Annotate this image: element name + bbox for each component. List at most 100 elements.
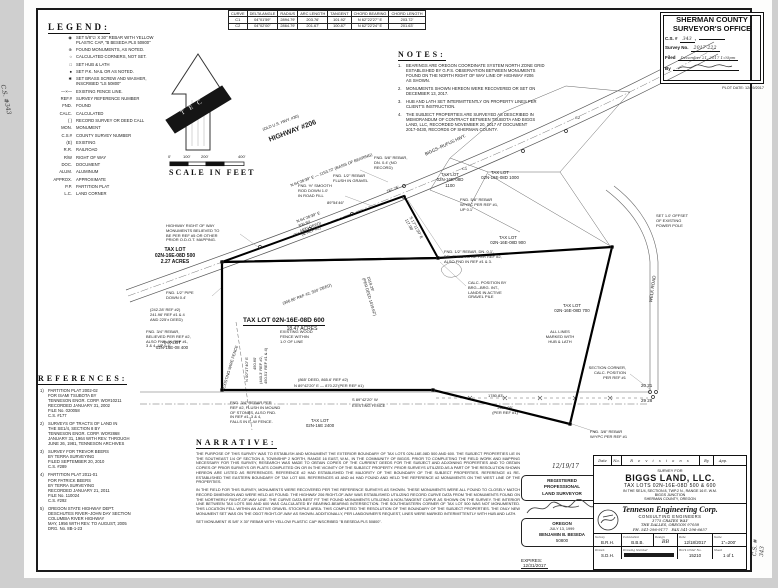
note-item-1: 1.BEARINGS ARE OREGON COORDINATE SYSTEM … (398, 63, 545, 84)
narrative-title: NARRATIVE: (196, 438, 277, 449)
survey-no-value: 2017-222 (690, 46, 720, 53)
legend-item: □SET HUB & LATH (48, 62, 228, 68)
lot900-boundary (469, 171, 613, 248)
legend-item: CALC.CALCULATED (59, 110, 104, 116)
curve-c2-label: C2 (575, 115, 581, 120)
found-rebar-mound-note: FND. 3/4" REBAR PER REF #2, FLUSH IN MOU… (230, 400, 281, 425)
gravel-pile-outline (441, 262, 462, 278)
drawing-number-smudge (624, 553, 674, 557)
taxlot-2400-label: TAX LOT 02N-16E 2400 (305, 418, 335, 429)
survey-no-row: Survey No. 2017-222 (665, 45, 759, 53)
highway-centerline (127, 47, 717, 297)
legend-item: REF.#SURVEY REFERENCE NUMBER (60, 95, 140, 101)
taxlot-600-label: TAX LOT 02N-16E-08D 600 (243, 317, 325, 327)
scale-bar-graphic (169, 161, 245, 167)
legend-item: ALUM.ALUMINUM (59, 169, 99, 175)
legend-item: L.C.LAND CORNER (64, 191, 107, 197)
note-item-4: 4.THE SUBJECT PROPERTIES ARE SURVEYED AS… (398, 112, 536, 133)
section-line-bearing: S 89°42'20" W (352, 397, 378, 402)
location-line-1: IN THE SE1/4, SECTION 8, TWP.2 N., RANGE… (623, 488, 717, 493)
surveyor-office-title: SHERMAN COUNTY SURVEYOR'S OFFICE (672, 15, 752, 33)
legend-item: ◉SET 5/8"∅ X 30" REBAR WITH YELLOW PLAST… (48, 35, 228, 46)
filed-row: Filed December 21, 2017 1:05pm (665, 55, 759, 62)
dim-2651: 2651.05' (PER REF #1) (492, 405, 518, 415)
west-line-record-dims: (440.3' REF #2, 450.51' REF #1 & 4) (258, 347, 268, 384)
found-smooth-rod-note: FND. ½" SMOOTH ROD DOWN 1.0' IN ROAD FIL… (298, 183, 332, 198)
stamp-expires: EXPIRES: 12/31/2017 (521, 557, 548, 569)
taxlot-600-boundary (220, 245, 614, 426)
section-corner-note: SECTION CORNER, CALC. POSITION PER REF #… (588, 365, 626, 380)
title-block-date: 12/18/2017 (684, 540, 706, 545)
legend-title: LEGEND: (48, 22, 111, 34)
reference-item-1: 1)PARTITION PLAT 2002-02 FOR ISAMI TSUBO… (40, 388, 122, 419)
dim-1780: 1780.83' (488, 393, 504, 398)
legend-item: R.R.RAILROAD (63, 147, 98, 153)
legend-item: ○CALCULATED CORNERS, NOT SET. (48, 55, 228, 60)
revisions-header: Date No. R e v i s i o n s By App. (594, 456, 746, 466)
scale-tick-0: 0' (168, 154, 171, 159)
monument-symbols (219, 129, 658, 427)
wood-fence-note: EXISTING WOOD FENCE WITHIN 1.0' OF LINE (280, 329, 313, 344)
west-line-bearing: N 00°17'40" E (244, 357, 249, 382)
references-title: REFERENCES: (38, 374, 128, 385)
pk-nail-symbol: ● (69, 69, 72, 75)
taxlot-400-label: TAX LOT 02N-16E-08 400 (155, 340, 189, 351)
legend-item: ( )RECORD SURVEY OR DEED CALL (68, 117, 145, 123)
legend: ◉SET 5/8"∅ X 30" REBAR WITH YELLOW PLAST… (48, 35, 228, 200)
power-pole-offset-note: SET 1.0' OFFSET OF EXISTING POWER POLE (656, 213, 689, 228)
reference-item-4: 4)PARTITION PLAT 2011-01 FOR PATRICK BEE… (40, 472, 110, 503)
found-rebar-hwy-note: FND. 1/2" REBAR, DN. 0.1', BELIEVED TO B… (444, 249, 502, 264)
title-block: Date No. R e v i s i o n s By App. SURVE… (593, 455, 747, 570)
surveyor-office-box: SHERMAN COUNTY SURVEYOR'S OFFICE C.S. # … (660, 12, 764, 84)
brass-screw-symbol: ✱ (68, 76, 72, 82)
design-initials: BB (661, 539, 670, 545)
location-line-2: BIGGS JUNCTION (654, 492, 686, 497)
calculated-corner-symbol: ○ (69, 54, 72, 60)
sheet-number: 1 of 1 (723, 553, 734, 558)
found-monument-symbol: ⊕ (68, 47, 72, 53)
legend-item: P.P.PARTITION PLAT (65, 183, 110, 189)
stamp-sign-date: 12/19/17 (552, 463, 579, 470)
legend-item: —×—EXISTING FENCE LINE. (48, 89, 228, 95)
south-line-bearing: N 89°42'20" E — 870.22'(PER REF #1) (294, 383, 364, 388)
title-block-scale: 1"=200' (721, 540, 736, 545)
firm-address-2: THE DALLES, OREGON 97058 (640, 522, 700, 527)
note-item-2: 2.MONUMENTS SHOWN HEREON WERE RECOVERED … (398, 86, 536, 97)
legend-item: ●SET P.K. NAIL OR AS NOTED. (48, 69, 228, 75)
found-pipe-note: FND. 1/2" PIPE DOWN 0.4' (166, 290, 194, 300)
filed-by-signature (672, 64, 739, 71)
highway-south-edge (129, 53, 719, 303)
note-item-3: 3.HUB AND LATH SET INTERMITTENTLY ON PRO… (398, 99, 537, 110)
narrative-text: THE PURPOSE OF THIS SURVEY WAS TO ESTABL… (196, 452, 520, 527)
notes-list: 1.BEARINGS ARE OREGON COORDINATE SYSTEM … (398, 63, 570, 135)
found-rebar-west-note: FND. 3/4" REBAR, BELIEVED PER REF #2, AL… (146, 329, 191, 349)
welk-road-west-edge (605, 189, 651, 390)
legend-item: ✱SET BRASS SCREW AND WASHER, INSCRIBED "… (48, 77, 228, 87)
highway-row-note: HIGHWAY RIGHT OF WAY MONUMENTS BELIEVED … (166, 223, 220, 243)
taxlot-500-label: TAX LOT 02N-16E-08D 500 2.27 ACRES (154, 247, 196, 265)
stamp-oregon-box: OREGON JULY 13, 1999 BENJAMIN B. BESEDA … (521, 518, 603, 547)
reference-item-5: 5)OREGON STATE HIGHWAY DEPT. DESCHUTES R… (40, 505, 131, 531)
firm-name: Tenneson Engineering Corp. (622, 504, 718, 514)
reference-item-3: 3)SURVEY FOR TREVOR BEERS BY TERRA SURVE… (40, 449, 109, 470)
existing-fence-label: EXISTING FENCE (352, 403, 386, 408)
south-line-deed-dims: (865' DEED, 865.6' REF #2) (298, 377, 348, 382)
found-rebar-gravel-note: FND. 1/2" REBAR FLUSH IN GRAVEL (333, 173, 369, 183)
welk-road-east-edge (613, 185, 659, 390)
leader-lines (211, 169, 652, 433)
legend-item: APPROX.APPROXIMATE (53, 176, 106, 182)
scale-tick-200: 200' (201, 154, 209, 159)
plot-date: PLOT DATE: 12/19/2017 (722, 86, 764, 90)
existing-wire-fence-line (235, 321, 253, 431)
angle-8954: 89°54'46" (327, 200, 345, 205)
cs-number-value: 343 (679, 37, 695, 43)
fence-x-marks (467, 395, 613, 401)
tec-logo (597, 509, 619, 530)
found-rebar-se-note: FND. 3/8" REBAR W/YPC PER REF #1 (590, 429, 628, 439)
